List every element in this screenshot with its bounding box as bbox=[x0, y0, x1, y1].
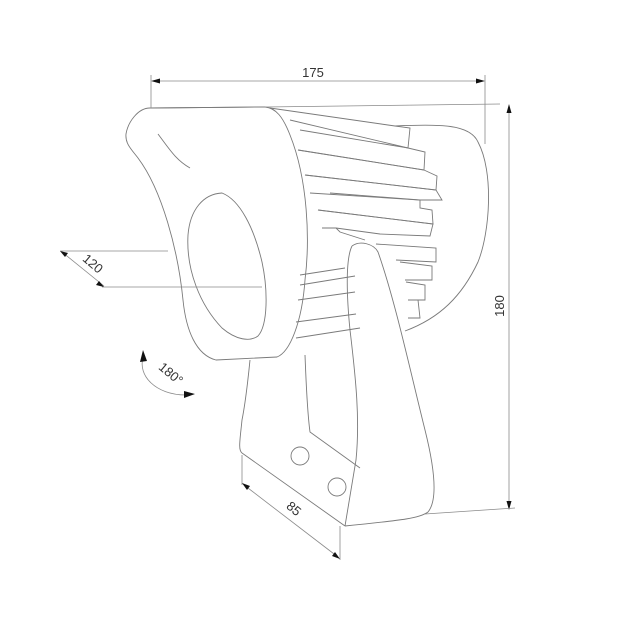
height-label: 180 bbox=[492, 295, 507, 317]
head-diameter-label: 120 bbox=[80, 251, 106, 276]
dimension-width: 175 bbox=[150, 65, 501, 144]
rotation-indicator: 180° bbox=[140, 350, 195, 398]
bracket-arm bbox=[344, 242, 435, 527]
mounting-hole-1 bbox=[290, 446, 310, 466]
lens-opening bbox=[187, 192, 267, 340]
dimension-height: 180 bbox=[424, 104, 516, 515]
width-label: 175 bbox=[302, 65, 324, 80]
mounting-bracket bbox=[239, 242, 435, 527]
mounting-hole-2 bbox=[327, 477, 347, 497]
lamp-body bbox=[125, 106, 489, 361]
heat-sink-fins bbox=[269, 107, 443, 339]
bracket-depth-label: 85 bbox=[284, 498, 305, 519]
dimension-bracket-depth: 85 bbox=[241, 455, 341, 560]
rotation-label: 180° bbox=[156, 359, 186, 388]
front-ring bbox=[125, 106, 308, 361]
rear-housing bbox=[394, 124, 489, 332]
dimension-head-diameter: 120 bbox=[60, 250, 262, 288]
bracket-base bbox=[239, 359, 346, 527]
